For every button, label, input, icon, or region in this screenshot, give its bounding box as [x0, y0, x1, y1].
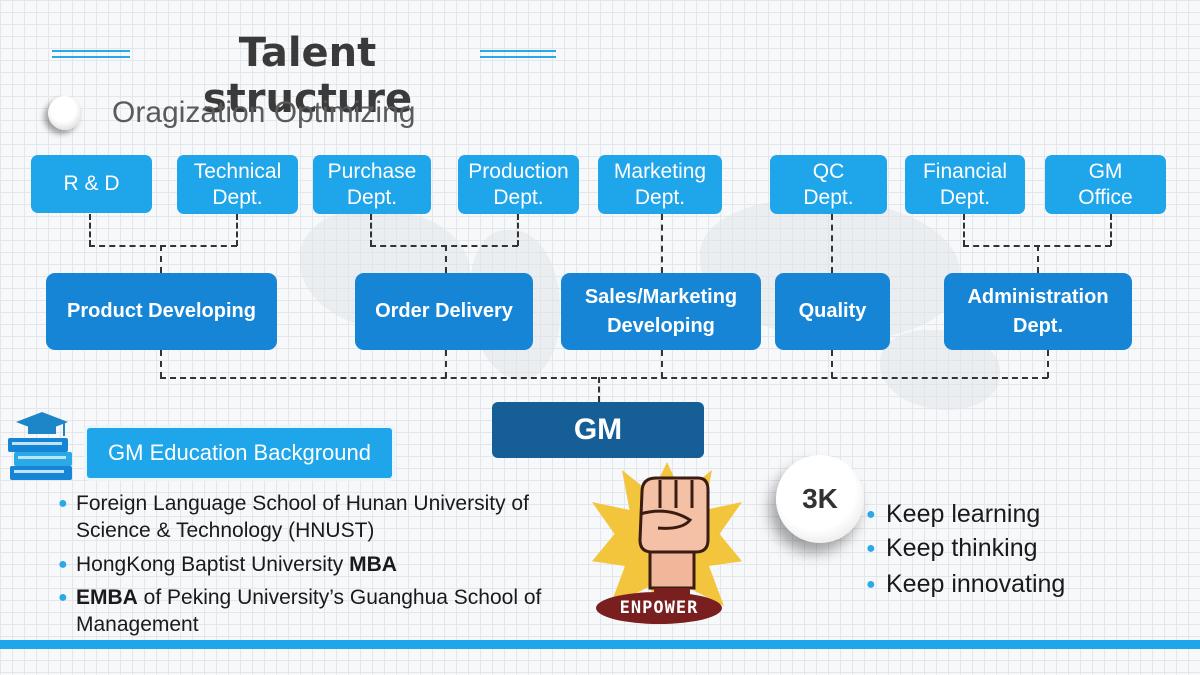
- connector-line: [89, 214, 91, 246]
- page-title: Talent structure: [202, 30, 413, 122]
- connector-line: [445, 350, 447, 378]
- education-item: ●EMBA of Peking University’s Guanghua Sc…: [58, 586, 542, 636]
- connector-line: [517, 214, 519, 246]
- principle-item: ●Keep innovating: [866, 570, 1066, 598]
- connector-line: [445, 245, 447, 273]
- education-item: ●HongKong Baptist University MBA: [58, 553, 397, 576]
- func-product-developing: Product Developing: [46, 273, 277, 350]
- education-item: ●Foreign Language School of Hunan Univer…: [58, 492, 529, 542]
- bullet-dot-icon: ●: [58, 589, 68, 606]
- page-subtitle: Oragization Optimizing: [112, 96, 416, 129]
- bullet-dot-icon: ●: [58, 556, 68, 573]
- connector-line: [661, 214, 663, 273]
- education-heading: GM Education Background: [87, 428, 392, 478]
- connector-line: [370, 214, 372, 246]
- func-order-delivery: Order Delivery: [355, 273, 533, 350]
- func-sales-marketing: Sales/Marketing Developing: [561, 273, 761, 350]
- bullet-dot-icon: ●: [58, 495, 68, 512]
- connector-line: [661, 350, 663, 378]
- dept-marketing: Marketing Dept.: [598, 155, 722, 214]
- connector-line: [963, 214, 965, 246]
- dept-production: Production Dept.: [458, 155, 579, 214]
- bullet-circle-icon: [48, 96, 82, 130]
- func-administration: Administration Dept.: [944, 273, 1132, 350]
- connector-line: [160, 245, 162, 273]
- connector-line: [831, 214, 833, 273]
- dept-qc: QC Dept.: [770, 155, 887, 214]
- principle-item: ●Keep thinking: [866, 534, 1038, 562]
- gm-box: GM: [492, 402, 704, 458]
- connector-line: [1037, 245, 1039, 273]
- connector-line: [598, 377, 600, 402]
- dept-gm-office: GM Office: [1045, 155, 1166, 214]
- dept-financial: Financial Dept.: [905, 155, 1025, 214]
- dept-purchase: Purchase Dept.: [313, 155, 431, 214]
- dept-r-and-d: R & D: [31, 155, 152, 213]
- connector-line: [89, 245, 237, 247]
- dept-technical: Technical Dept.: [177, 155, 298, 214]
- connector-line: [160, 350, 162, 378]
- books-graduation-cap-icon: [8, 412, 72, 480]
- connector-line: [831, 350, 833, 378]
- connector-line: [1047, 350, 1049, 378]
- bottom-bar: [0, 640, 1200, 649]
- connector-line: [1110, 214, 1112, 246]
- func-quality: Quality: [775, 273, 890, 350]
- three-k-badge: 3K: [776, 455, 864, 543]
- connector-line: [160, 377, 1048, 379]
- bullet-dot-icon: ●: [866, 576, 876, 593]
- empower-label: ENPOWER: [596, 592, 722, 624]
- title-decoration-left: [52, 50, 130, 58]
- bullet-dot-icon: ●: [866, 506, 876, 523]
- bullet-dot-icon: ●: [866, 540, 876, 557]
- title-decoration-right: [480, 50, 556, 58]
- principle-item: ●Keep learning: [866, 500, 1041, 528]
- connector-line: [370, 245, 518, 247]
- raised-fist-icon: [638, 476, 710, 596]
- connector-line: [236, 214, 238, 246]
